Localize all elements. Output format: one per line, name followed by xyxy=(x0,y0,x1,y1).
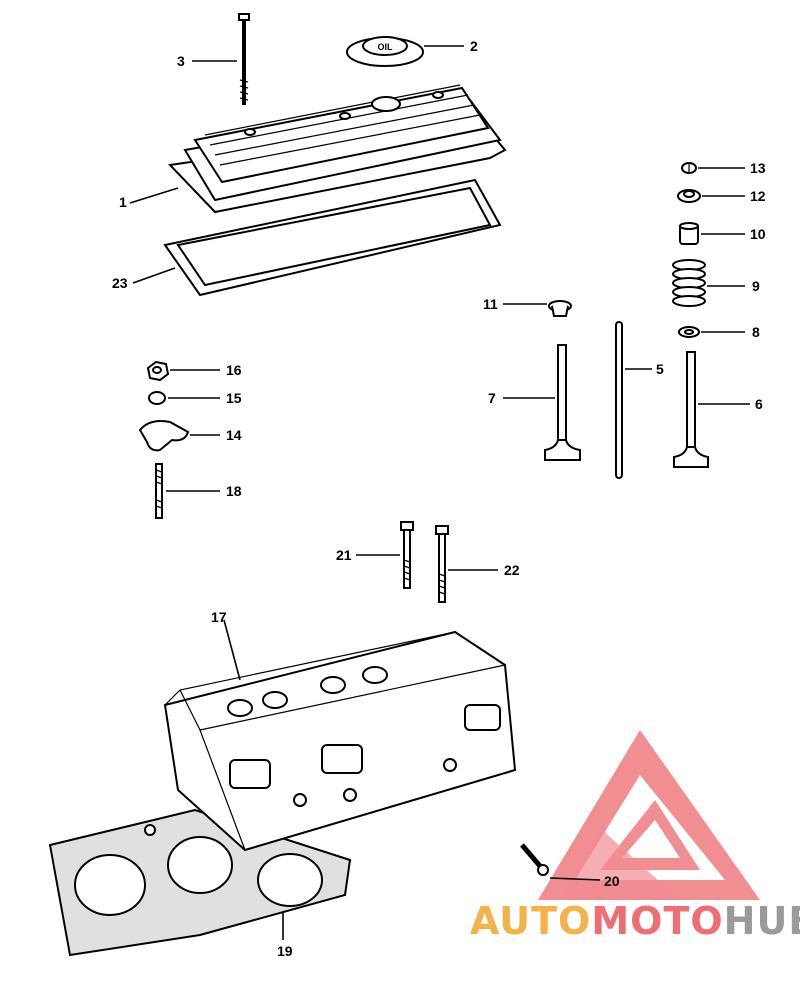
head-gasket xyxy=(48,808,352,957)
rocker-stud xyxy=(155,463,163,519)
callout-11: 11 xyxy=(483,296,498,312)
head-bolt-long xyxy=(435,525,449,603)
valve-rotator xyxy=(548,300,572,317)
callout-21: 21 xyxy=(336,547,352,563)
rocker-ball xyxy=(148,391,166,405)
callout-9: 9 xyxy=(752,278,760,294)
callout-5: 5 xyxy=(656,361,664,377)
callout-6: 6 xyxy=(755,396,763,412)
watermark-part-2: MOTO xyxy=(591,899,723,943)
rocker-nut xyxy=(146,360,170,382)
callout-16: 16 xyxy=(226,362,242,378)
oil-filler-cap: OIL xyxy=(346,36,424,67)
pushrod xyxy=(615,321,623,479)
callout-2: 2 xyxy=(470,38,478,54)
callout-7: 7 xyxy=(488,390,496,406)
callout-19: 19 xyxy=(277,943,293,959)
callout-12: 12 xyxy=(750,188,766,204)
valve-spring xyxy=(672,259,706,307)
cylinder-head xyxy=(163,630,517,852)
callout-23: 23 xyxy=(112,275,128,291)
callout-22: 22 xyxy=(504,562,520,578)
valve-cover-gasket xyxy=(163,178,502,297)
callout-1: 1 xyxy=(119,194,127,210)
watermark-text: AUTOMOTOHUB xyxy=(470,899,800,943)
watermark-part-3: HUB xyxy=(724,899,800,943)
callout-14: 14 xyxy=(226,427,242,443)
spring-retainer xyxy=(677,189,701,203)
valve-keepers xyxy=(681,162,697,174)
valve-seal xyxy=(679,222,699,245)
callout-17: 17 xyxy=(211,609,227,625)
valve-cover xyxy=(167,84,507,214)
callout-10: 10 xyxy=(750,226,766,242)
callout-20: 20 xyxy=(604,873,620,889)
valve-cover-bolt xyxy=(238,13,250,105)
spring-shim xyxy=(678,326,700,338)
watermark-part-1: AUTO xyxy=(470,899,591,943)
rocker-arm xyxy=(138,420,190,452)
callout-18: 18 xyxy=(226,483,242,499)
callout-8: 8 xyxy=(752,324,760,340)
exhaust-valve xyxy=(673,351,709,468)
intake-valve xyxy=(544,344,581,461)
watermark-logo xyxy=(538,730,760,900)
head-bolt-short xyxy=(400,521,414,589)
callout-13: 13 xyxy=(750,160,766,176)
oil-cap-label: OIL xyxy=(378,42,394,52)
callout-3: 3 xyxy=(177,53,185,69)
callout-15: 15 xyxy=(226,390,242,406)
head-bolt-small xyxy=(520,843,549,876)
